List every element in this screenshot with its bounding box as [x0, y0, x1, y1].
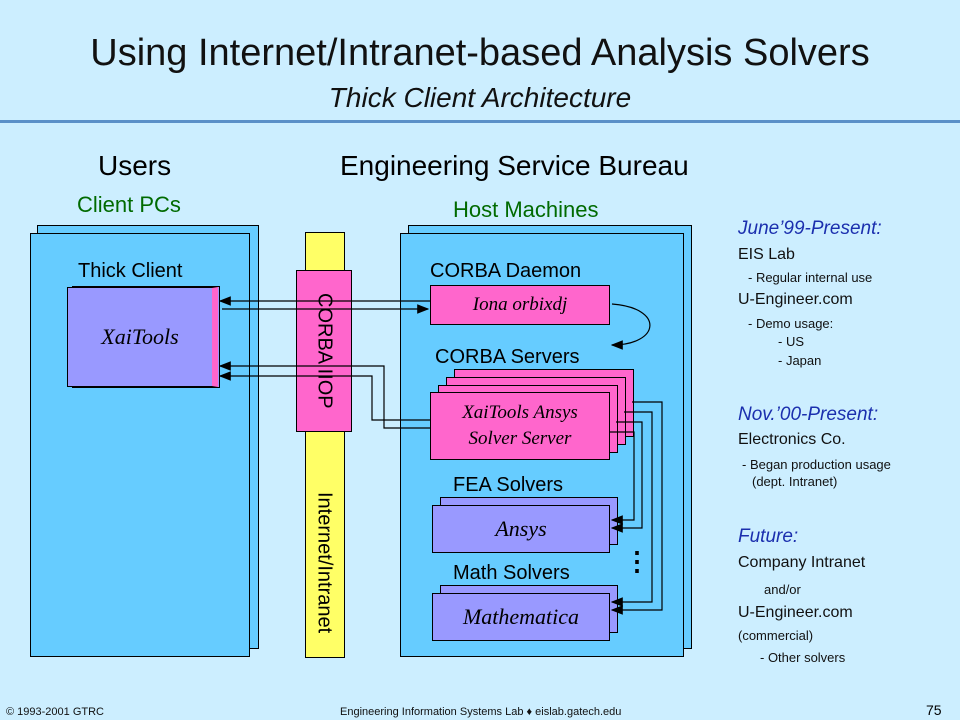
nov-heading: Nov.’00-Present:	[738, 404, 879, 425]
japan-text: - Japan	[778, 353, 822, 368]
page-number: 75	[926, 702, 942, 718]
eis-lab-usage: - Regular internal use	[748, 270, 873, 285]
solver-server-box: XaiTools Ansys Solver Server	[430, 392, 610, 460]
server-to-client-line-1	[218, 361, 430, 429]
title-divider	[0, 120, 960, 123]
thick-client-label: Thick Client	[78, 260, 183, 282]
client-pcs-label: Client PCs	[77, 192, 181, 217]
math-solvers-label: Math Solvers	[453, 562, 570, 584]
mathematica-box: Mathematica	[432, 593, 610, 641]
server-to-math-line-1	[610, 401, 663, 615]
commercial-text: (commercial)	[738, 628, 814, 643]
u-engineer-text-1: U-Engineer.com	[738, 291, 853, 308]
solver-server-line-1: XaiTools Ansys	[462, 402, 578, 423]
iona-orbixdj-box: Iona orbixdj	[430, 285, 610, 325]
dept-intranet-text: (dept. Intranet)	[752, 474, 838, 489]
corba-servers-label: CORBA Servers	[435, 346, 580, 368]
electronics-text: Electronics Co.	[738, 431, 846, 448]
corba-iiop-box: CORBA IIOP	[296, 270, 352, 432]
ansys-box: Ansys	[432, 505, 610, 553]
bureau-heading: Engineering Service Bureau	[340, 150, 689, 181]
lab-footer: Engineering Information Systems Lab ♦ ei…	[340, 706, 622, 718]
copyright-footer: © 1993-2001 GTRC	[6, 706, 104, 718]
fea-solvers-label: FEA Solvers	[453, 474, 564, 496]
us-text: - US	[778, 334, 804, 349]
server-to-fea-line-2	[610, 431, 635, 525]
future-heading: Future:	[738, 526, 799, 547]
slide-title: Using Internet/Intranet-based Analysis S…	[90, 32, 870, 74]
server-to-math-line-2	[610, 411, 653, 607]
and-or-text: and/or	[764, 582, 801, 597]
host-machines-label: Host Machines	[453, 197, 599, 222]
solver-server-line-2: Solver Server	[468, 428, 572, 449]
daemon-loop-arrow	[610, 303, 651, 350]
more-solvers-ellipsis: ⋮	[624, 546, 650, 576]
users-heading: Users	[98, 150, 172, 181]
corba-daemon-label: CORBA Daemon	[430, 260, 582, 282]
other-solvers-text: - Other solvers	[760, 650, 846, 665]
june-heading: June’99-Present:	[738, 218, 882, 239]
server-to-client-line-2	[218, 371, 430, 421]
eis-lab-text: EIS Lab	[738, 246, 795, 263]
slide-subtitle: Thick Client Architecture	[328, 82, 632, 113]
demo-usage-text: - Demo usage:	[748, 316, 834, 331]
server-to-fea-line-1	[610, 421, 643, 533]
began-usage-text: - Began production usage	[742, 457, 891, 472]
company-intranet-text: Company Intranet	[738, 554, 866, 571]
internet-label: Internet/Intranet	[313, 492, 336, 634]
xaitools-box: XaiTools	[67, 287, 218, 387]
u-engineer-text-2: U-Engineer.com	[738, 604, 853, 621]
